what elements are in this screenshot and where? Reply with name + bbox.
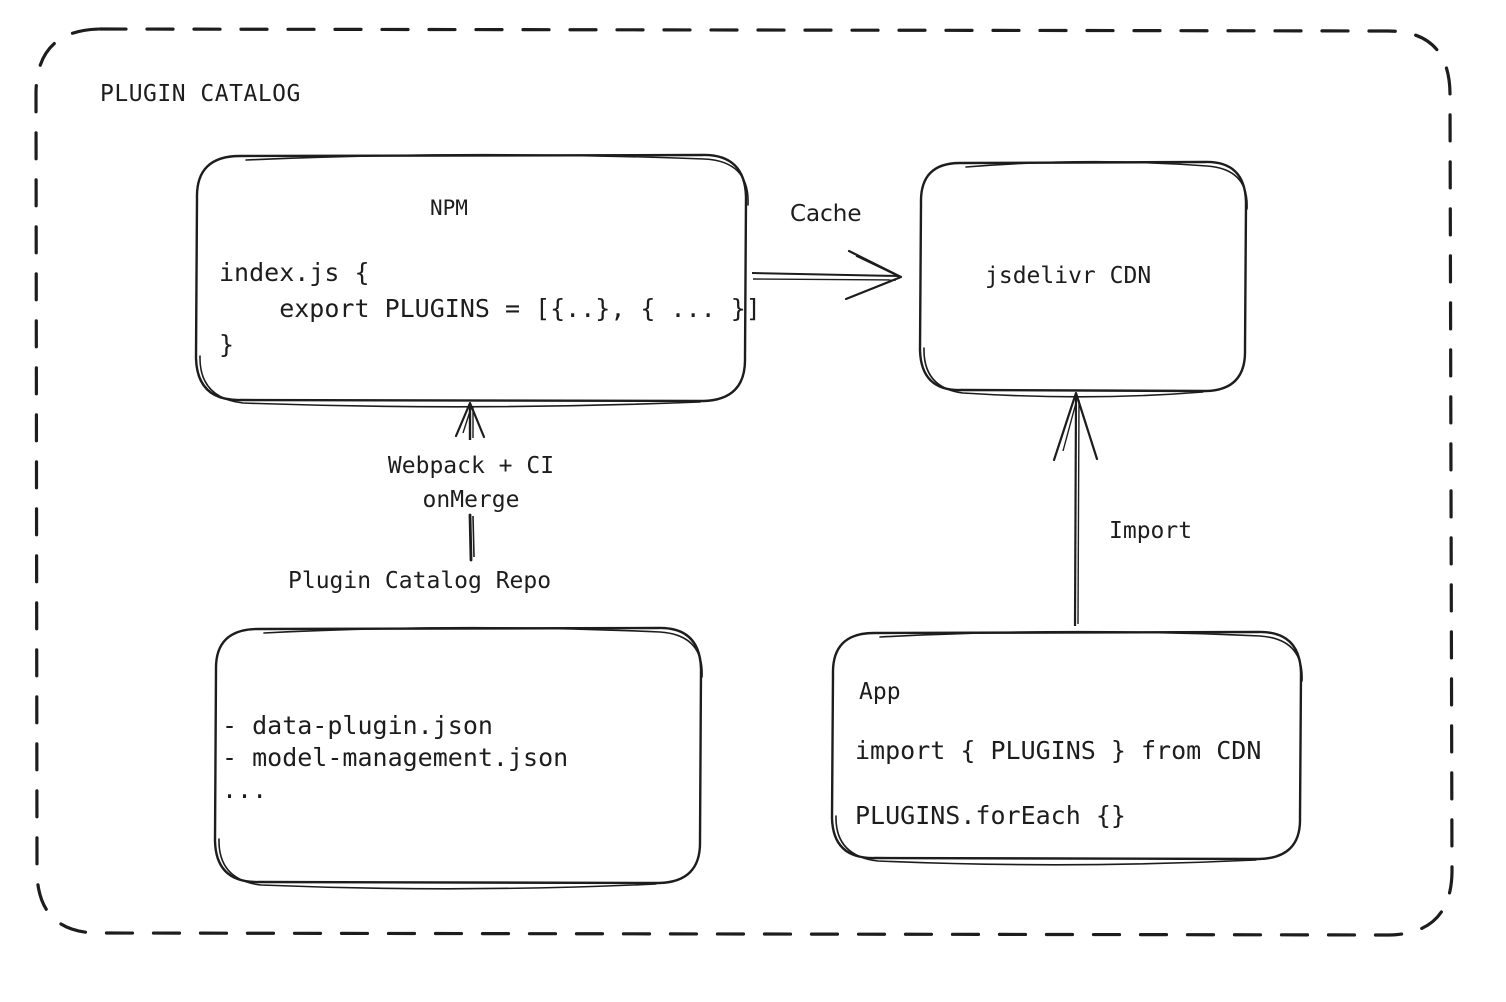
plugin-catalog-group-label: PLUGIN CATALOG (100, 81, 301, 107)
repo-node-file-list: - data-plugin.json - model-management.js… (222, 711, 569, 804)
build-edge-label: Webpack + CI onMerge (387, 453, 555, 513)
cache-arrow (751, 249, 903, 301)
app-node-code-foreach: PLUGINS.forEach {} (855, 801, 1126, 830)
app-node-title: App (859, 679, 901, 705)
npm-node-title: NPM (430, 196, 468, 220)
app-node-code-import: import { PLUGINS } from CDN (855, 736, 1262, 765)
repo-node-caption: Plugin Catalog Repo (288, 568, 552, 594)
cdn-node-title: jsdelivr CDN (985, 263, 1152, 289)
cache-edge-label: Cache (790, 201, 862, 227)
import-arrow (1052, 391, 1099, 627)
import-edge-label: Import (1109, 518, 1193, 544)
npm-node-code: index.js { export PLUGINS = [{..}, { ...… (219, 258, 761, 359)
